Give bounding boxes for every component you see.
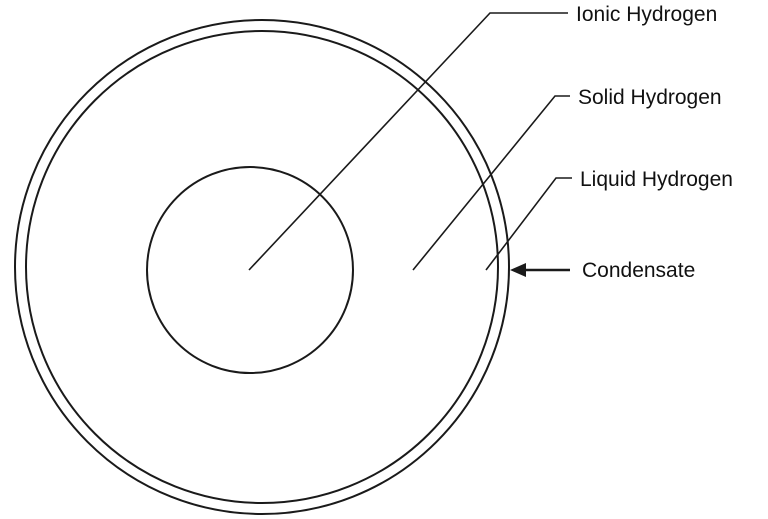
label-ionic-hydrogen: Ionic Hydrogen: [576, 3, 717, 26]
label-solid-hydrogen: Solid Hydrogen: [578, 86, 722, 109]
leader-liquid-hydrogen: [485, 177, 572, 271]
label-condensate: Condensate: [582, 259, 695, 282]
label-liquid-hydrogen: Liquid Hydrogen: [580, 168, 733, 191]
inner-circle-ionic-hydrogen: [146, 166, 354, 374]
outer-ring-condensate: [14, 19, 510, 515]
leader-ionic-hydrogen: [248, 12, 568, 271]
arrow-left-icon: [510, 263, 526, 277]
ring-liquid-hydrogen: [25, 30, 499, 504]
leader-solid-hydrogen: [412, 95, 570, 271]
